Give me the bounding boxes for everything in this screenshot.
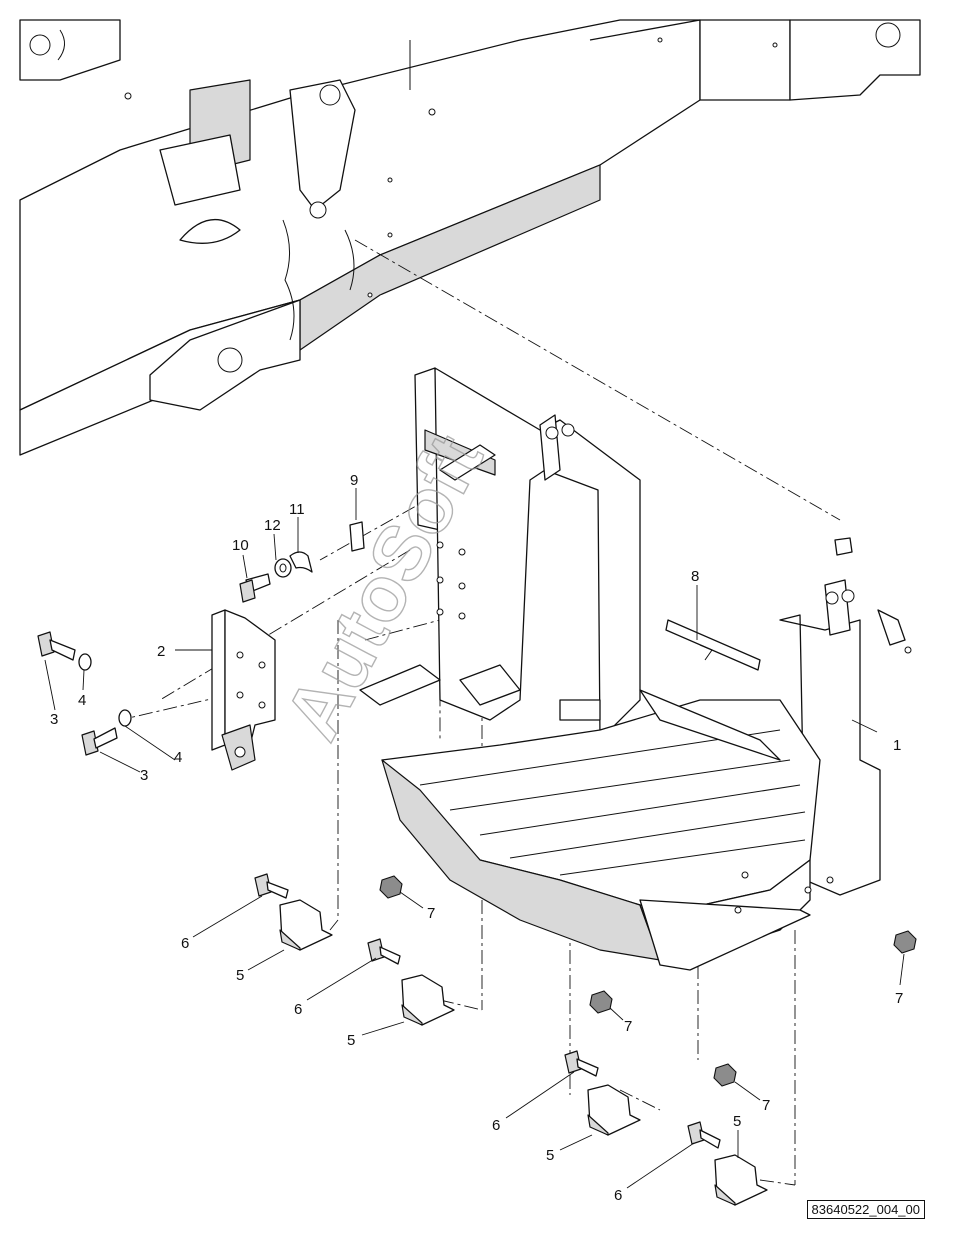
callouts: 1 2 3 3 4 4 5 5 5 5 6 6 6 6 7 7 7 7 8 9 … xyxy=(50,472,903,1204)
callout-7: 7 xyxy=(895,990,903,1007)
callout-7: 7 xyxy=(427,905,435,922)
callout-11: 11 xyxy=(289,501,305,518)
callout-7: 7 xyxy=(762,1097,770,1114)
callout-5: 5 xyxy=(236,967,244,984)
step-bracket-assembly xyxy=(359,367,881,971)
callout-5: 5 xyxy=(733,1113,741,1130)
chassis-frame xyxy=(19,19,921,456)
callout-10: 10 xyxy=(232,537,249,554)
fasteners-upper xyxy=(239,521,912,654)
callout-1: 1 xyxy=(893,737,901,754)
callout-6: 6 xyxy=(181,935,189,952)
callout-4: 4 xyxy=(78,692,86,709)
mounting-plate xyxy=(211,609,276,771)
callout-3: 3 xyxy=(140,767,148,784)
callout-5: 5 xyxy=(546,1147,554,1164)
leader-lines xyxy=(44,488,905,1189)
callout-2: 2 xyxy=(157,643,165,660)
pin xyxy=(665,619,761,671)
diagram-reference-code: 83640522_004_00 xyxy=(806,1200,925,1219)
block-bolts xyxy=(254,873,721,1149)
callout-4: 4 xyxy=(174,749,182,766)
callout-7: 7 xyxy=(624,1018,632,1035)
mounting-blocks xyxy=(279,899,768,1206)
callout-6: 6 xyxy=(492,1117,500,1134)
callout-12: 12 xyxy=(264,517,281,534)
callout-5: 5 xyxy=(347,1032,355,1049)
nuts xyxy=(379,875,917,1087)
callout-6: 6 xyxy=(614,1187,622,1204)
callout-9: 9 xyxy=(350,472,358,489)
callout-8: 8 xyxy=(691,568,699,585)
callout-6: 6 xyxy=(294,1001,302,1018)
callout-3: 3 xyxy=(50,711,58,728)
fasteners-left xyxy=(37,631,132,756)
